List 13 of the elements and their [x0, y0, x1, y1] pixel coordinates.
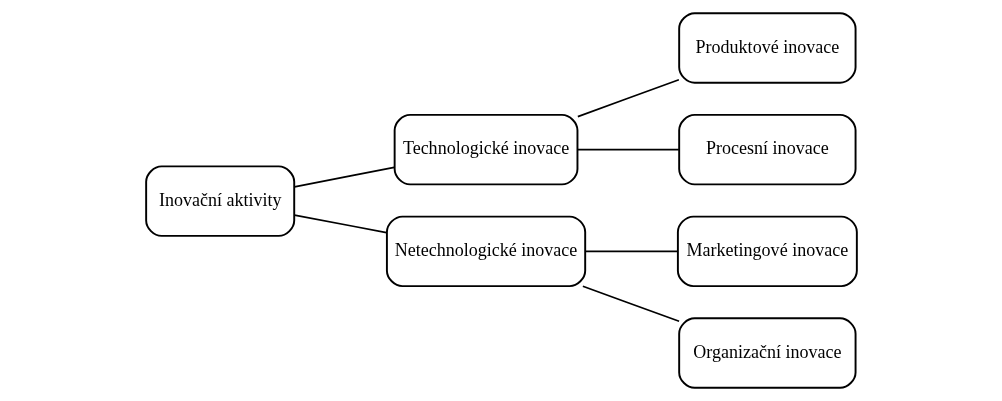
connector [576, 148, 680, 151]
node-box: Netechnologické inovace [385, 215, 586, 288]
node-box: Inovační aktivity [144, 165, 295, 237]
node-box: Produktové inovace [677, 12, 857, 84]
node-box: Technologické inovace [393, 113, 578, 186]
node-box: Marketingové inovace [676, 215, 858, 288]
connector [581, 285, 680, 323]
connector [293, 214, 387, 234]
node-box: Procesní inovace [677, 113, 857, 186]
connector [576, 78, 680, 118]
node-box: Organizační inovace [677, 317, 857, 389]
connector [293, 166, 395, 188]
connector [583, 250, 679, 253]
